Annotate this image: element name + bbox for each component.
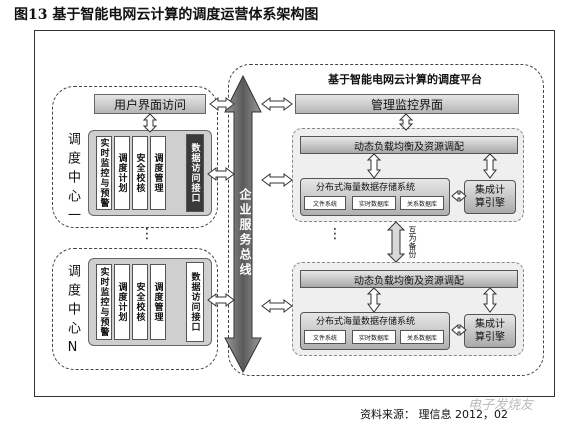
platform-container <box>228 64 544 376</box>
center-n-module-1: 实时监控与预警 <box>96 264 112 340</box>
outer-frame <box>34 30 555 397</box>
center-n-module-4: 调度管理 <box>150 264 166 340</box>
watermark: 电子发烧友 <box>468 398 534 413</box>
arrow-balance-engine-1 <box>482 153 498 179</box>
arrow-bus-cluster1 <box>261 173 293 187</box>
cluster-2-relational-db: 关系数据库 <box>400 330 444 344</box>
center-1-module-3: 安全校核 <box>132 136 148 210</box>
arrow-management-cluster1 <box>398 113 414 131</box>
cluster-2-file-system: 文件系统 <box>304 330 346 344</box>
center-1-module-2: 调度计划 <box>114 136 130 210</box>
source-note: 资料来源： 理信息 2012，02 <box>360 408 508 421</box>
center-n-label: 调度中心N <box>65 264 80 361</box>
cluster-2-storage-label: 分布式海量数据存储系统 <box>316 317 416 327</box>
center-1-module-4: 调度管理 <box>150 136 166 210</box>
center-1-label: 调度中心一 <box>65 132 80 227</box>
cluster-1-file-system: 文件系统 <box>304 196 346 210</box>
cluster-1-balance-bar: 动态负载均衡及资源调配 <box>300 136 518 154</box>
center-1-data-interface: 数据访问接口 <box>186 134 204 212</box>
cluster-1-compute-engine: 集成计算引擎 <box>464 180 516 214</box>
arrow-balance-storage-2 <box>366 287 382 313</box>
arrow-balance-storage-1 <box>366 153 382 179</box>
arrow-centern-bus <box>207 293 235 307</box>
arrow-bus-management <box>261 97 293 111</box>
cluster-1-relational-db: 关系数据库 <box>400 196 444 210</box>
cluster-1-storage-label: 分布式海量数据存储系统 <box>316 183 416 193</box>
ellipsis-right: ⋮ <box>328 226 342 242</box>
center-n-data-interface: 数据访问接口 <box>186 262 204 342</box>
center-n-module-3: 安全校核 <box>132 264 148 340</box>
left-group-bottom <box>52 248 218 370</box>
center-n-module-2: 调度计划 <box>114 264 130 340</box>
service-bus-arrow <box>224 74 262 374</box>
arrow-user-center1 <box>142 113 158 133</box>
arrow-user-bus <box>209 97 235 111</box>
center-1-module-1: 实时监控与预警 <box>96 136 112 210</box>
cluster-1-realtime-db: 实时数据库 <box>352 196 396 210</box>
cluster-2-balance-bar: 动态负载均衡及资源调配 <box>300 270 518 288</box>
arrow-bus-cluster2 <box>261 299 293 313</box>
cluster-2-compute-engine: 集成计算引擎 <box>464 314 516 348</box>
service-bus-label: 企业服务总线 <box>238 188 252 278</box>
figure-caption: 图13 基于智能电网云计算的调度运营体系架构图 <box>14 7 319 23</box>
arrow-center1-bus <box>207 167 235 181</box>
ellipsis-left: ⋮ <box>140 226 154 242</box>
cluster-2-realtime-db: 实时数据库 <box>352 330 396 344</box>
arrow-storage-engine-1 <box>451 189 467 203</box>
arrow-balance-engine-2 <box>482 287 498 313</box>
left-group-top <box>52 86 218 228</box>
arrow-storage-engine-2 <box>451 323 467 337</box>
management-ui-bar: 管理监控界面 <box>295 94 519 114</box>
arrow-mutual-backup <box>386 221 406 263</box>
mutual-backup-label: 互为备份 <box>408 226 417 258</box>
platform-title: 基于智能电网云计算的调度平台 <box>328 73 482 86</box>
